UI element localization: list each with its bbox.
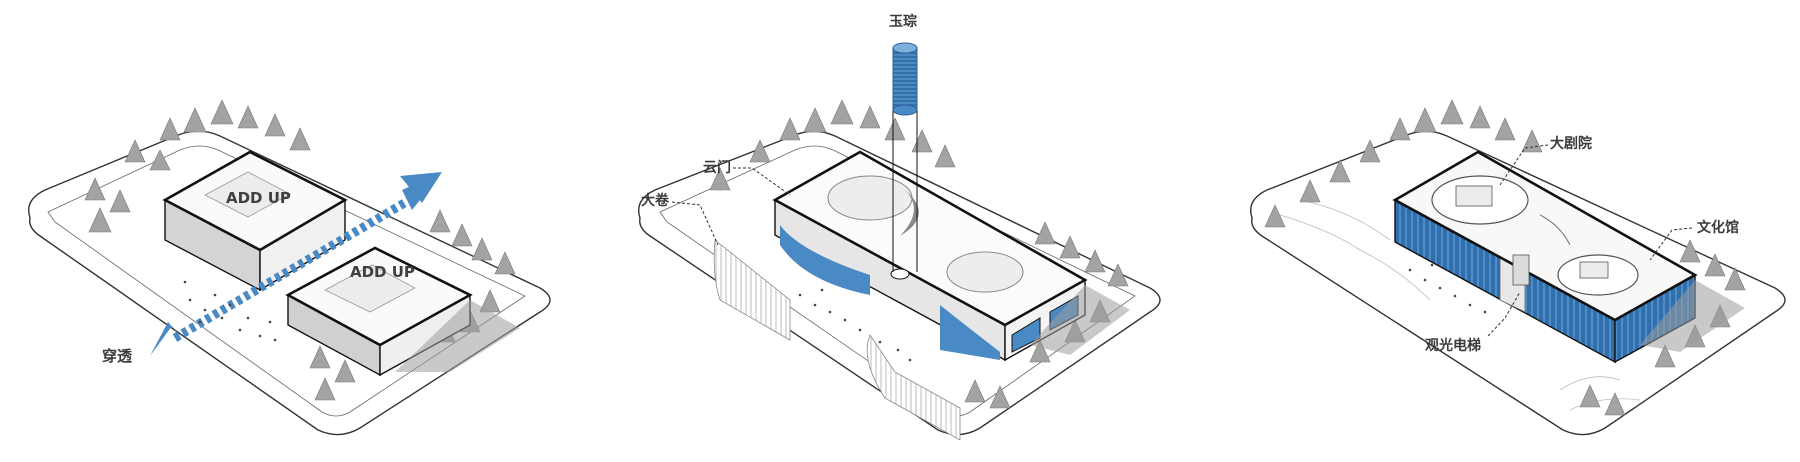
people-1: [183, 280, 277, 342]
box-label-back: ADD UP: [226, 189, 291, 207]
trees-back-1: [84, 99, 516, 401]
people-2: [798, 288, 912, 362]
box-label-front: ADD UP: [350, 263, 415, 281]
panel-3-program: 大剧院 文化馆 观光电梯: [1249, 99, 1786, 436]
leader-big-scroll: [671, 201, 719, 246]
cloud-gate-building: [772, 150, 1088, 362]
big-scroll-wall-2: [866, 334, 961, 441]
panel-1-massing: ADD UP ADD UP 穿透: [27, 99, 551, 436]
landscape-contours: [1279, 199, 1641, 411]
label-cloud-gate: 云门: [703, 159, 731, 176]
label-big-scroll: 大卷: [641, 192, 670, 209]
shadow-2: [1030, 285, 1130, 355]
trees-2: [709, 99, 1129, 409]
jade-tower: [892, 42, 918, 272]
people-3: [1408, 263, 1487, 314]
label-penetrate: 穿透: [102, 347, 133, 365]
label-jade-cong: 玉琮: [889, 13, 917, 30]
leader-cloud-gate: [733, 167, 791, 196]
leader-culture-hall: [1649, 227, 1693, 261]
big-scroll-wall: [713, 239, 791, 341]
panel-2-concept: 玉琮 云门 大卷: [637, 13, 1161, 441]
leader-theater: [1499, 144, 1549, 186]
label-grand-theater: 大剧院: [1550, 135, 1592, 152]
label-sightseeing-elevator: 观光电梯: [1425, 337, 1481, 354]
trees-3: [1264, 99, 1746, 416]
shadow-1: [395, 300, 520, 372]
penetration-arrow: [150, 172, 442, 356]
add-up-box-back: ADD UP: [162, 150, 348, 292]
shadow-3: [1640, 280, 1745, 352]
label-culture-hall: 文化馆: [1697, 219, 1739, 236]
add-up-box-front: ADD UP: [285, 246, 473, 377]
program-building: [1392, 150, 1698, 364]
